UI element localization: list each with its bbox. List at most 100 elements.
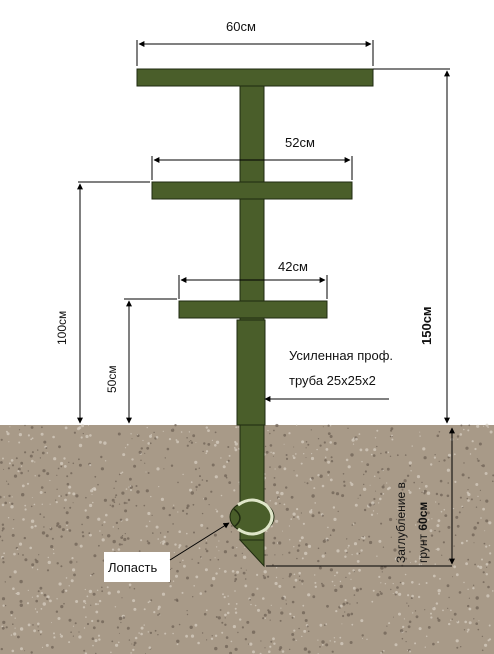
soil-speck bbox=[386, 625, 388, 627]
soil-speck bbox=[211, 439, 213, 441]
soil-speck bbox=[405, 631, 407, 633]
soil-speck bbox=[86, 622, 90, 626]
soil-speck bbox=[278, 541, 282, 545]
soil-speck bbox=[307, 650, 311, 654]
soil-speck bbox=[73, 573, 76, 577]
soil-speck bbox=[389, 455, 392, 457]
soil-speck bbox=[341, 494, 345, 498]
soil-speck bbox=[329, 441, 333, 444]
soil-speck bbox=[64, 498, 67, 502]
soil-speck bbox=[20, 647, 23, 651]
soil-speck bbox=[389, 517, 393, 522]
soil-speck bbox=[327, 474, 329, 476]
soil-speck bbox=[307, 544, 312, 549]
soil-speck bbox=[170, 464, 174, 467]
soil-speck bbox=[293, 546, 295, 548]
soil-speck bbox=[214, 431, 217, 434]
soil-speck bbox=[192, 503, 195, 506]
soil-speck bbox=[265, 450, 269, 454]
soil-speck bbox=[27, 623, 31, 627]
soil-speck bbox=[251, 593, 255, 597]
soil-speck bbox=[202, 450, 204, 453]
soil-speck bbox=[418, 583, 421, 585]
soil-speck bbox=[285, 599, 287, 601]
soil-speck bbox=[431, 518, 433, 520]
soil-speck bbox=[0, 461, 3, 464]
soil-speck bbox=[488, 544, 491, 547]
soil-speck bbox=[302, 604, 305, 607]
soil-speck bbox=[472, 584, 475, 586]
soil-speck bbox=[17, 553, 20, 555]
soil-speck bbox=[78, 443, 83, 448]
soil-speck bbox=[262, 617, 265, 620]
soil-speck bbox=[293, 470, 295, 472]
middle-width-label: 52см bbox=[285, 135, 315, 150]
soil-speck bbox=[130, 652, 132, 654]
soil-speck bbox=[429, 529, 433, 533]
soil-speck bbox=[347, 547, 349, 549]
soil-speck bbox=[430, 534, 434, 537]
soil-speck bbox=[347, 465, 351, 469]
soil-speck bbox=[101, 620, 105, 624]
soil-speck bbox=[53, 632, 55, 635]
soil-speck bbox=[451, 618, 453, 620]
soil-speck bbox=[105, 513, 108, 517]
soil-speck bbox=[398, 612, 401, 616]
soil-speck bbox=[390, 427, 394, 430]
soil-speck bbox=[317, 639, 319, 641]
soil-speck bbox=[489, 552, 492, 555]
soil-speck bbox=[227, 595, 229, 597]
soil-speck bbox=[198, 547, 201, 550]
soil-speck bbox=[140, 626, 144, 630]
soil-speck bbox=[392, 593, 394, 594]
soil-speck bbox=[150, 433, 152, 436]
soil-speck bbox=[171, 625, 175, 628]
soil-speck bbox=[27, 589, 29, 592]
soil-speck bbox=[476, 521, 480, 525]
soil-speck bbox=[149, 520, 151, 522]
soil-speck bbox=[41, 503, 43, 505]
soil-speck bbox=[475, 483, 479, 486]
soil-speck bbox=[40, 486, 44, 489]
soil-speck bbox=[107, 534, 111, 538]
soil-speck bbox=[2, 604, 5, 607]
soil-speck bbox=[63, 589, 65, 591]
post-lower-section bbox=[236, 319, 266, 426]
soil-speck bbox=[147, 541, 151, 545]
soil-speck bbox=[463, 462, 465, 464]
lower-width-label: 42см bbox=[278, 259, 308, 274]
soil-speck bbox=[272, 637, 275, 641]
soil-speck bbox=[281, 596, 285, 600]
soil-speck bbox=[430, 616, 433, 619]
soil-speck bbox=[346, 538, 348, 540]
soil-speck bbox=[307, 593, 311, 597]
soil-speck bbox=[205, 452, 207, 455]
soil-speck bbox=[446, 494, 450, 498]
soil-speck bbox=[366, 463, 370, 466]
soil-speck bbox=[126, 502, 128, 504]
soil-speck bbox=[270, 451, 272, 453]
soil-speck bbox=[263, 570, 267, 574]
soil-speck bbox=[371, 600, 374, 603]
soil-speck bbox=[88, 425, 89, 427]
soil-speck bbox=[203, 612, 207, 616]
soil-speck bbox=[207, 429, 210, 432]
soil-speck bbox=[191, 558, 193, 560]
soil-speck bbox=[29, 454, 33, 458]
soil-speck bbox=[5, 626, 8, 629]
soil-speck bbox=[327, 424, 330, 427]
soil-speck bbox=[332, 506, 336, 509]
soil-speck bbox=[10, 610, 14, 615]
soil-speck bbox=[13, 552, 16, 556]
soil-speck bbox=[37, 626, 39, 628]
soil-speck bbox=[325, 643, 329, 647]
soil-speck bbox=[72, 568, 76, 572]
soil-speck bbox=[289, 539, 291, 541]
soil-speck bbox=[332, 528, 336, 532]
soil-speck bbox=[124, 509, 128, 513]
soil-speck bbox=[79, 544, 83, 548]
soil-speck bbox=[319, 623, 323, 627]
soil-speck bbox=[292, 512, 296, 516]
soil-speck bbox=[70, 472, 73, 475]
